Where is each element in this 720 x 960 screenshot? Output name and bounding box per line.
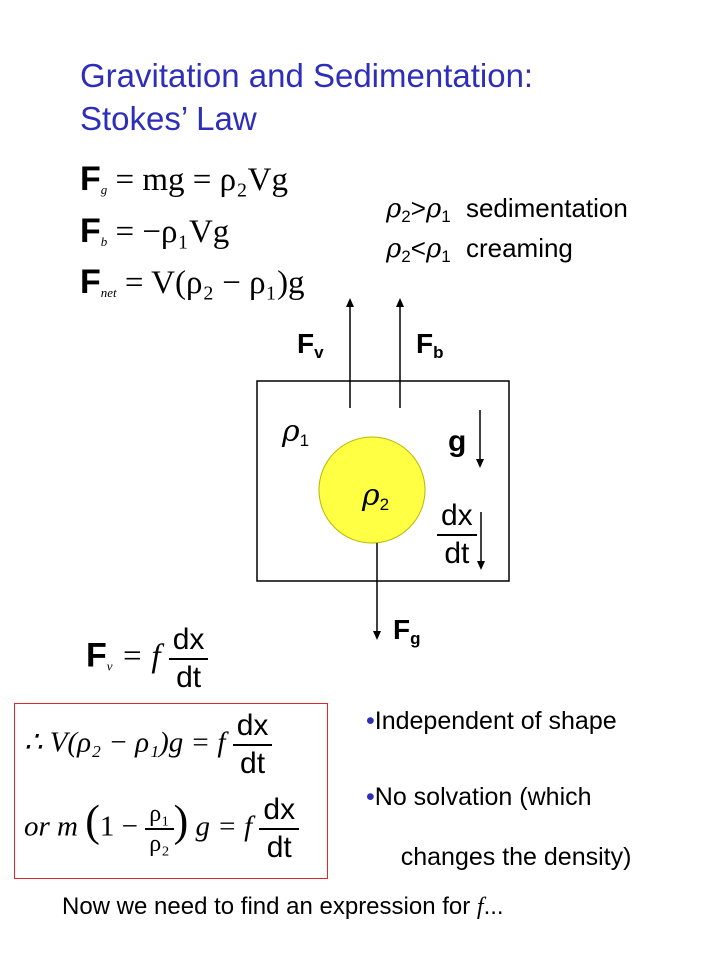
eq-fg-lhs: F (80, 160, 101, 198)
footer-sentence: Now we need to find an expression for f.… (62, 893, 504, 921)
cond-operator: > (410, 193, 426, 223)
label-rho1: ρ1 (282, 414, 309, 451)
cond-sub-left: 2 (401, 207, 411, 226)
boxed-eq1-fraction: dx dt (232, 708, 273, 782)
condition-sedimentation: ρ2>ρ1 sedimentation (386, 193, 628, 227)
eq-fv-lhs: F (86, 636, 107, 675)
container-box (256, 380, 510, 582)
bullet-item: changes the density) (366, 812, 632, 902)
boxed-eq2-fraction: dx dt (259, 792, 300, 866)
fv-letter: F (297, 328, 315, 359)
fv-subscript: v (314, 343, 324, 362)
bullet-text: Independent of shape (374, 707, 617, 735)
bullet-marker: • (366, 707, 375, 735)
equation-boxed-1: ∴ V(ρ₂ − ρ₁)g = f dx dt (24, 708, 273, 782)
eq-fb-lhs: F (80, 212, 101, 250)
page-title: Gravitation and Sedimentation: Stokes’ L… (80, 54, 680, 140)
eq-fg-sub: g (100, 182, 108, 197)
eq-fv-sub: v (106, 658, 113, 674)
title-line-1: Gravitation and Sedimentation: (80, 57, 534, 94)
rho2-sub: 2 (379, 495, 390, 514)
eq-fb-rhs: = −ρ₁Vg (115, 214, 230, 250)
eq-fv-fraction: dx dt (168, 622, 209, 696)
label-fv: Fv (297, 328, 324, 363)
boxed-equations (14, 703, 328, 879)
boxed-eq1-den: dt (240, 747, 266, 780)
cond-sub-right: 1 (441, 207, 451, 226)
boxed-eq2-den: dt (266, 831, 292, 864)
cond-word: creaming (465, 233, 573, 263)
footer-ellipsis: ... (483, 893, 504, 920)
bullet-marker: • (366, 783, 375, 811)
equation-fb: Fb = −ρ₁Vg (80, 212, 229, 251)
eq-fv-mid: = f (120, 638, 161, 675)
footer-f: f (476, 894, 484, 920)
boxed-eq2-den-rho: ρ₂ (149, 831, 170, 857)
rho1-symbol: ρ (282, 414, 300, 449)
boxed-eq2-num: dx (259, 792, 300, 830)
cond-sub-right: 1 (441, 247, 451, 266)
bullet-text: changes the density) (393, 843, 632, 871)
rho2-symbol: ρ (362, 478, 380, 513)
eq-fnet-lhs: F (80, 263, 101, 301)
cond-word: sedimentation (465, 193, 628, 223)
fg-subscript: g (410, 629, 421, 648)
condition-creaming: ρ2<ρ1 creaming (386, 233, 573, 267)
equation-fnet: Fnet = V(ρ₂ − ρ₁)g (80, 263, 305, 302)
rho1-sub: 1 (299, 431, 310, 450)
cond-rho-right: ρ (425, 234, 442, 264)
equation-fv: Fv = f dx dt (86, 622, 209, 696)
cond-rho-right: ρ (425, 194, 442, 224)
label-fb: Fb (416, 328, 444, 363)
equation-boxed-2: or m (1 − ρ₁ ρ₂ ) g = f dx dt (24, 792, 300, 866)
boxed-eq2-pre: or m (24, 810, 78, 843)
bullet-item: •No solvation (which (366, 782, 631, 812)
boxed-eq1-pre: ∴ V(ρ₂ − ρ₁)g = f (24, 726, 226, 759)
label-rho2: ρ2 (362, 478, 389, 515)
particle-sphere (318, 436, 426, 544)
boxed-eq2-post: g = f (195, 810, 253, 843)
label-g: g (448, 425, 467, 458)
label-fg: Fg (393, 614, 421, 649)
bullet-item: •Independent of shape (366, 706, 631, 736)
fg-letter: F (393, 614, 411, 645)
cond-rho-left: ρ (386, 234, 402, 264)
fb-letter: F (416, 328, 434, 359)
boxed-eq2-num-rho: ρ₁ (145, 800, 174, 830)
eq-fnet-rhs: = V(ρ₂ − ρ₁)g (124, 265, 305, 301)
boxed-eq1-num: dx (232, 708, 273, 746)
bullet-list: •Independent of shape •No solvation (whi… (366, 706, 631, 902)
fb-subscript: b (433, 343, 444, 362)
title-line-2: Stokes’ Law (80, 100, 257, 137)
eq-fv-num: dx (168, 622, 209, 660)
dx-numerator: dx (437, 498, 477, 536)
boxed-eq2-rho-fraction: ρ₁ ρ₂ (145, 800, 174, 858)
eq-fv-den: dt (176, 661, 202, 694)
bullet-text: No solvation (which (374, 783, 592, 811)
eq-fnet-sub: net (100, 285, 117, 300)
eq-fb-sub: b (100, 234, 108, 249)
dt-denominator: dt (444, 537, 470, 570)
equation-fg: Fg = mg = ρ₂Vg (80, 160, 288, 199)
eq-fg-rhs: = mg = ρ₂Vg (115, 162, 288, 198)
cond-operator: < (410, 233, 426, 263)
cond-rho-left: ρ (386, 194, 402, 224)
dx-dt-fraction: dx dt (437, 498, 477, 572)
footer-text: Now we need to find an expression for (62, 893, 477, 920)
cond-sub-left: 2 (401, 247, 411, 266)
